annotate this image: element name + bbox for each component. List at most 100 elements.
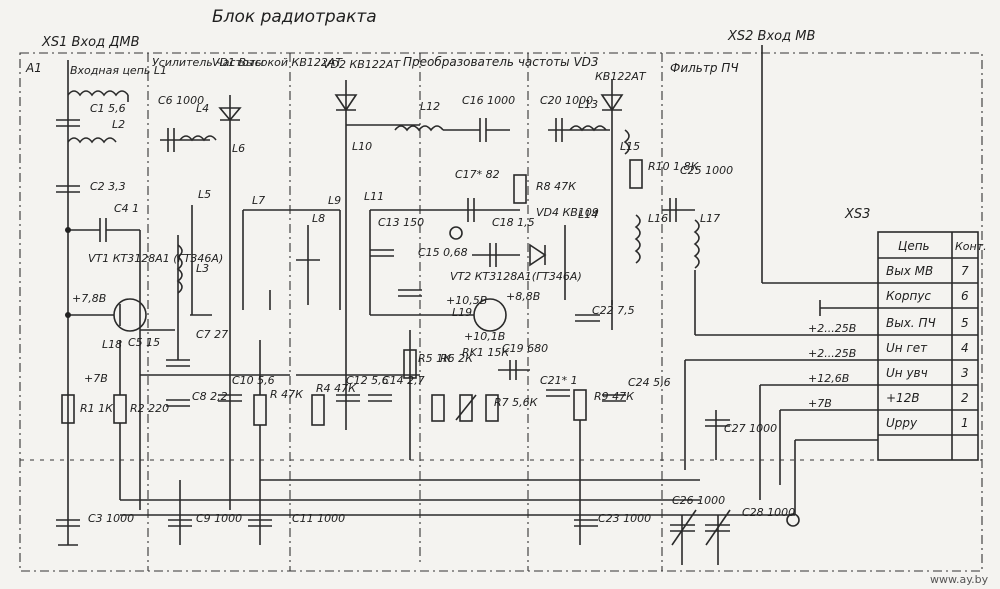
component-label-r8: R8 47К [536,180,577,193]
xs3-row-pin: 6 [961,289,969,303]
component-label-l11: L11 [364,190,384,203]
component-label-c16: C16 1000 [462,94,515,107]
mid-circuit [242,80,420,430]
component-label-c20: C20 1000 [540,94,593,107]
component-label-rk1: RK1 15К [462,346,510,359]
xs3-row-name: Uн гет [886,341,928,355]
component-label-v78: +7,8В [72,292,106,305]
component-label-v88: +8,8В [506,290,540,303]
component-label-c2: C2 3,3 [90,180,126,193]
xs1-label: XS1 Вход ДМВ [41,35,140,50]
component-label-r5: R5 1К [418,352,452,365]
vd2-label: VD2 КВ122АТ [323,58,401,71]
xs3-header-circuit: Цепь [898,239,930,253]
component-label-v105: +10,5В [446,294,487,307]
component-label-c18: C18 1,5 [492,216,535,229]
component-label-r-k47: R 47К [270,388,304,401]
component-label-c3: C3 1000 [88,512,134,525]
xs3-row-voltage: +2...25В [808,322,856,335]
component-label-c27: C27 1000 [724,422,777,435]
xs3-row-pin: 5 [961,316,969,330]
xs3-row-name: Uрру [886,416,918,430]
component-label-l16: L16 [648,212,668,225]
component-label-c14: C14 2,7 [382,374,425,387]
vd3-type-label: КВ122АТ [595,70,647,83]
component-label-l19: L19 [452,306,472,319]
if-circuit [546,80,878,545]
component-label-l7: L7 [252,194,265,207]
component-label-l15: L15 [620,140,640,153]
component-label-c12: C12 5,6 [346,374,389,387]
xs3-row-pin: 7 [961,264,969,278]
xs3-row-name: Uн увч [886,366,928,380]
component-label-r2: R2 220 [130,402,169,415]
xs3-row-pin: 3 [961,366,969,380]
component-label-vt1: VT1 КТ3128А1 (ГТ346А) [88,252,223,265]
xs3-row-voltage: +2...25В [808,347,856,360]
xs3-row-name: Вых МВ [886,264,933,278]
amp-circuit [140,95,700,545]
vd1-label: VD1 Высокой КВ122АТ [212,56,343,69]
converter-block-label: Преобразователь частоты VD3 [403,55,599,69]
component-label-v101: +10,1В [464,330,505,343]
component-label-c26: C26 1000 [672,494,725,507]
component-label-c6: C6 1000 [158,94,204,107]
component-label-c23: C23 1000 [598,512,651,525]
component-label-r10: R10 1,8К [648,160,700,173]
xs3-wiring [120,45,878,565]
a1-label: A1 [25,61,42,75]
component-label-c15: C15 0,68 [418,246,468,259]
component-label-c7: C7 27 [196,328,228,341]
component-label-c21: C21* 1 [540,374,578,387]
if-filter-label: Фильтр ПЧ [670,61,739,75]
xs3-row-name: Вых. ПЧ [886,316,936,330]
component-label-l17: L17 [700,212,720,225]
input-circuit [56,60,700,546]
converter-circuit [369,118,566,460]
component-label-c13: C13 150 [378,216,424,229]
component-label-r7: R7 5,6К [494,396,539,409]
component-label-c24: C24 5,6 [628,376,671,389]
xs3-label: XS3 [844,207,870,222]
component-label-l18: L18 [102,338,122,351]
xs3-row-pin: 4 [961,341,969,355]
component-label-r9: R9 47К [594,390,635,403]
xs3-row-name: +12В [886,391,920,405]
component-label-l10: L10 [352,140,372,153]
component-label-c19: C19 680 [502,342,548,355]
xs3-row-pin: 1 [961,416,969,430]
component-label-l12: L12 [420,100,440,113]
watermark: www.ay.by [930,573,989,586]
component-label-c9: C9 1000 [196,512,242,525]
component-label-l8: L8 [312,212,325,225]
xs3-row-name: Корпус [886,289,931,303]
component-label-c17: C17* 82 [455,168,500,181]
component-label-l2: L2 [112,118,125,131]
component-label-c28: C28 1000 [742,506,795,519]
component-label-l9: L9 [328,194,341,207]
component-label-c1: C1 5,6 [90,102,126,115]
component-label-l14: L14 [578,208,598,221]
component-label-c4: C4 1 [114,202,139,215]
component-label-c10: C10 5,6 [232,374,275,387]
component-label-c5: C5 15 [128,336,160,349]
component-label-c25: C25 1000 [680,164,733,177]
component-label-vd4: VD4 КВ109 [536,206,599,219]
component-labels: C1 5,6L2 C2 3,3 C4 1 VT1 КТ3128А1 (ГТ346А) +… [72,94,795,525]
xs3-header-pin: Конт. [955,240,987,253]
component-label-r4: R4 47К [316,382,357,395]
diagram-title: Блок радиотракта [212,7,377,27]
component-label-c8: C8 2,2 [192,390,228,403]
amp-block-label: Усилитель частоты [152,56,264,69]
component-label-v78b: +7В [84,372,108,385]
xs3-row-voltage: +12,6В [808,372,849,385]
component-label-vt2: VT2 КТ3128А1(ГТ346А) [450,270,582,283]
input-block-label: Входная цепь L1 [70,64,167,77]
component-label-r6: R6 2К [440,352,474,365]
component-label-l13: L13 [578,98,598,111]
component-label-l6: L6 [232,142,245,155]
component-label-l5: L5 [198,188,211,201]
